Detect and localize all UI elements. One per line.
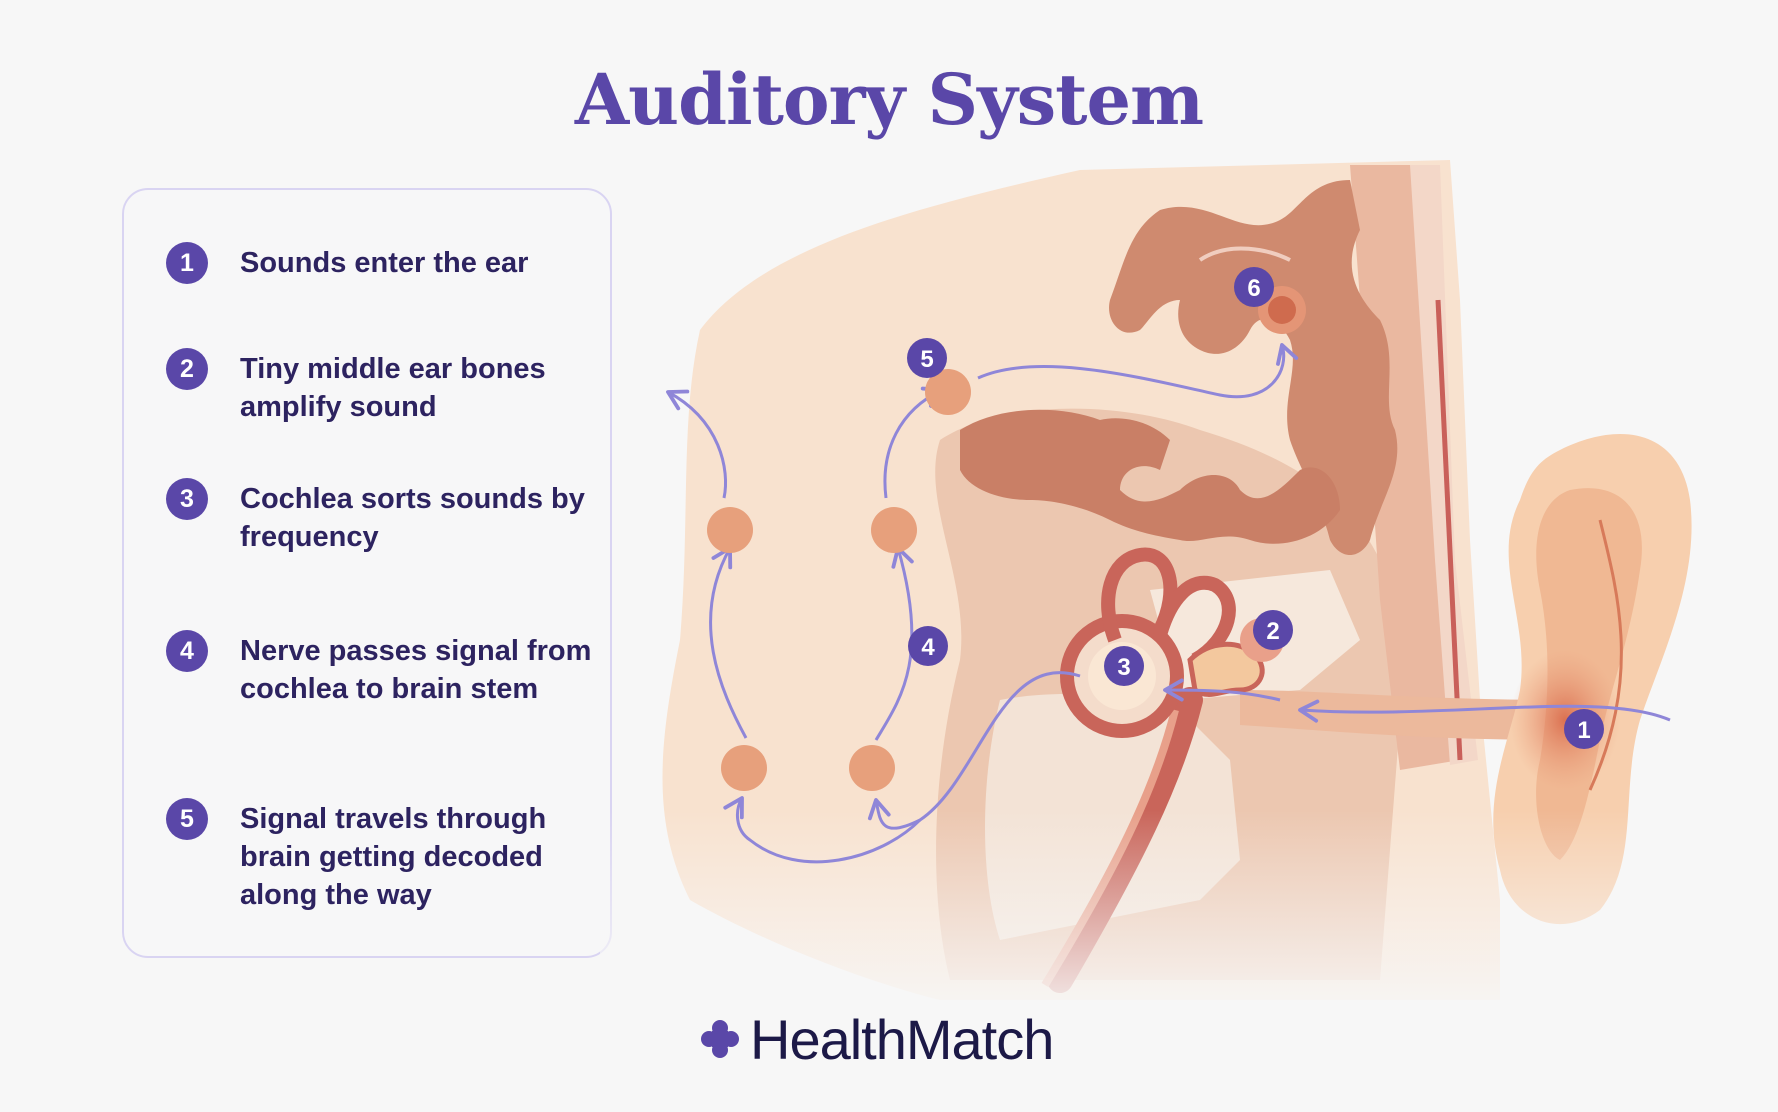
brand-name: HealthMatch — [750, 1007, 1054, 1071]
arrow-to-auditory-cortex — [977, 343, 1299, 399]
arrow-left-column-up — [709, 546, 748, 739]
diagram-marker-1: 1 — [1564, 709, 1604, 749]
marker-label: 2 — [1266, 618, 1279, 645]
diagram-marker-3: 3 — [1104, 646, 1144, 686]
relay-node — [707, 507, 753, 553]
diagram-marker-4: 4 — [908, 626, 948, 666]
relay-node — [849, 745, 895, 791]
arrow-nerve-split — [723, 796, 922, 864]
step-description: Sounds enter the ear — [240, 247, 529, 279]
relay-node — [871, 507, 917, 553]
steps-legend: 1 Sounds enter the ear 2 Tiny middle ear… — [122, 188, 612, 958]
diagram-marker-2: 2 — [1253, 610, 1293, 650]
arrow-left-column-top — [666, 389, 728, 499]
marker-label: 4 — [921, 634, 935, 661]
relay-node — [925, 369, 971, 415]
step-number-badge: 2 — [166, 348, 208, 390]
bottom-fade — [600, 150, 1778, 1030]
plus-cross-icon — [701, 1020, 739, 1058]
diagram-marker-5: 5 — [907, 338, 947, 378]
marker-label: 6 — [1247, 275, 1260, 302]
marker-label: 5 — [920, 346, 933, 373]
arrow-to-cochlea — [1163, 678, 1281, 702]
step-description: Signal travels through brain getting dec… — [240, 803, 547, 911]
auditory-cortex-node-core — [1268, 296, 1296, 324]
step-description: Cochlea sorts sounds by frequency — [240, 483, 585, 553]
relay-node — [721, 745, 767, 791]
step-description: Nerve passes signal from cochlea to brai… — [240, 635, 592, 705]
brand-logo: HealthMatch — [700, 1004, 1054, 1074]
step-number-badge: 1 — [166, 242, 208, 284]
diagram-marker-6: 6 — [1234, 267, 1274, 307]
step-number-badge: 5 — [166, 798, 208, 840]
arrow-cochlea-to-nerve — [867, 671, 1081, 830]
step-number-badge: 4 — [166, 630, 208, 672]
step-description: Tiny middle ear bones amplify sound — [240, 353, 546, 423]
step-number-badge: 3 — [166, 478, 208, 520]
arrow-sound-in — [1298, 699, 1671, 723]
marker-label: 1 — [1577, 717, 1590, 744]
page-title: Auditory System — [574, 58, 1204, 141]
arrow-right-column-up — [874, 546, 914, 741]
marker-label: 3 — [1117, 654, 1130, 681]
